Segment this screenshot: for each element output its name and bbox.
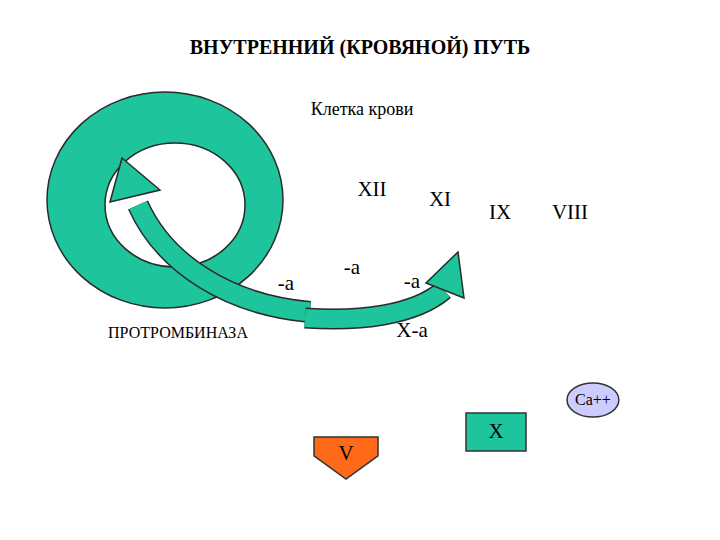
activation-label: -a [344,256,360,279]
factor-label: XI [429,188,451,211]
node-text: Ca++ [575,391,611,409]
return-arrow-outline [138,205,310,312]
node-shape [466,413,526,451]
forward-arrowhead [426,252,464,298]
node-shape [314,437,378,479]
activation-label: -a [278,272,294,295]
activated-factor-label: X-a [396,319,427,342]
ion-circle: Ca++ [566,382,620,418]
node-text: X [488,420,503,443]
enzyme-label: ПРОТРОМБИНАЗА [108,324,248,342]
factor-box: X [465,412,527,452]
spiral-ring [47,92,283,308]
slide-title: ВНУТРЕННИЙ (КРОВЯНОЙ) ПУТЬ [190,36,530,58]
node-text: V [338,442,353,465]
return-arrowhead [110,158,160,202]
factor-label: IX [489,201,511,224]
return-arrow [138,205,310,312]
node-shape [567,383,619,417]
factor-pentagon: V [313,436,379,480]
factor-label: XII [357,178,386,201]
cell-label: Клетка крови [311,100,414,120]
forward-arrow-outline [305,290,444,319]
forward-arrow [305,290,444,319]
factor-label: VIII [552,201,588,224]
activation-label: -a [404,270,420,293]
